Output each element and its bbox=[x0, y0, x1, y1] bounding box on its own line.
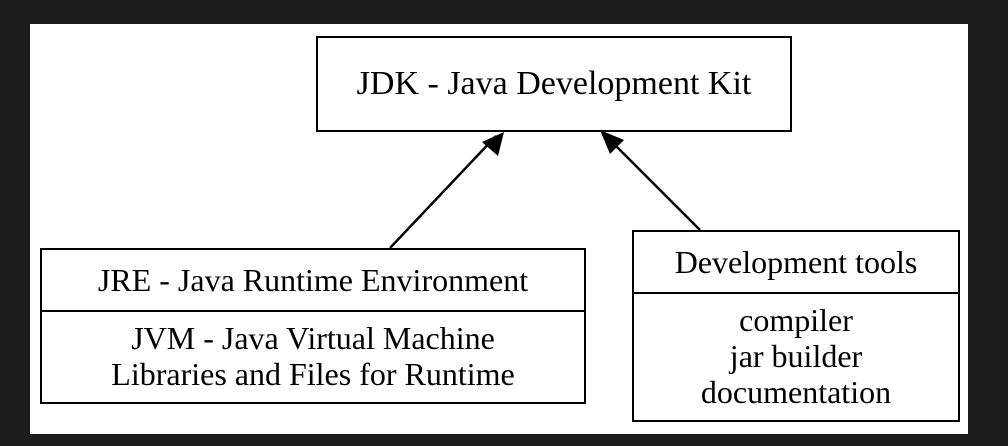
devtools-node-body: compiler jar builder documentation bbox=[634, 292, 958, 420]
jre-node: JRE - Java Runtime Environment JVM - Jav… bbox=[40, 248, 586, 404]
edge-jre-to-jdk bbox=[389, 135, 497, 249]
jre-node-title: JRE - Java Runtime Environment bbox=[97, 261, 529, 298]
devtools-node: Development tools compiler jar builder d… bbox=[632, 230, 960, 422]
edge-devtools-to-jdk bbox=[609, 139, 701, 231]
devtools-node-title: Development tools bbox=[674, 243, 918, 280]
jre-node-body: JVM - Java Virtual Machine Libraries and… bbox=[42, 310, 584, 402]
devtools-line-jar-builder: jar builder bbox=[729, 338, 863, 375]
devtools-line-compiler: compiler bbox=[739, 302, 853, 339]
arrowhead-jre-to-jdk bbox=[482, 132, 504, 156]
diagram-canvas: JDK - Java Development Kit JRE - Java Ru… bbox=[30, 24, 968, 434]
jdk-node-title: JDK - Java Development Kit bbox=[356, 65, 752, 102]
jdk-node: JDK - Java Development Kit bbox=[316, 36, 792, 132]
jre-line-jvm: JVM - Java Virtual Machine bbox=[131, 320, 495, 357]
devtools-line-documentation: documentation bbox=[700, 373, 892, 410]
jre-line-libraries: Libraries and Files for Runtime bbox=[111, 356, 515, 392]
arrowhead-devtools-to-jdk bbox=[600, 130, 624, 154]
